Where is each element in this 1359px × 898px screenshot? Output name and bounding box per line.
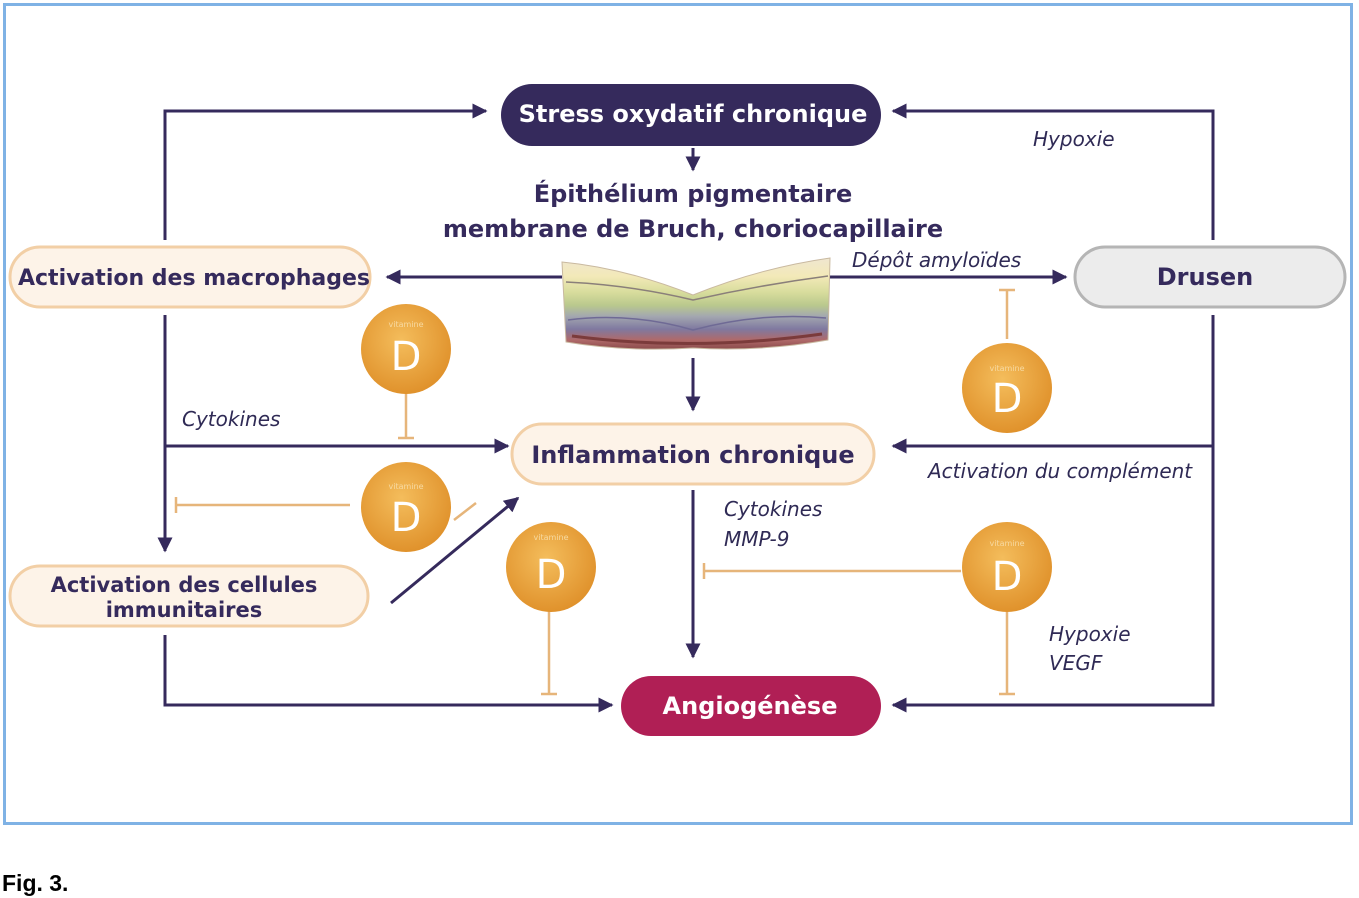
arrow-drusen-to-stress [891,103,1215,240]
node-inflammation-label: Inflammation chronique [531,441,854,469]
node-inflammation: Inflammation chronique [510,422,876,486]
vitamin-d-capsule-icon: vitamine D [962,522,1052,612]
vitamin-small-text: vitamine [989,364,1024,373]
node-angiogenese: Angiogénèse [621,676,881,736]
arrow-cellules-to-inflammation [390,496,520,605]
inhibition-lines [174,288,1015,696]
epithelium-label-line1: Épithélium pigmentaire [534,179,853,208]
label-vegf: VEGF [1049,651,1103,675]
epithelium-label-line2: membrane de Bruch, choriocapillaire [443,215,943,243]
node-angiogenese-label: Angiogénèse [663,692,838,720]
vitamin-letter: D [536,552,567,598]
vitamin-d-capsule-icon: vitamine D [962,343,1052,433]
retina-cross-section-icon [561,257,831,350]
node-drusen-label: Drusen [1157,263,1254,291]
node-macrophages-label: Activation des macrophages [18,266,370,291]
arrow-cellules-to-angiogenese [163,635,614,713]
arrow-drusen-to-inflammation [891,315,1215,454]
vitamin-small-text: vitamine [989,539,1024,548]
connector-lines [157,103,1215,713]
vitamin-small-text: vitamine [533,533,568,542]
node-macrophages: Activation des macrophages [8,245,372,309]
vitamin-small-text: vitamine [388,320,423,329]
node-stress-oxydatif: Stress oxydatif chronique [501,84,881,146]
figure-caption: Fig. 3. [2,870,69,896]
label-mmp9: MMP-9 [724,527,789,551]
node-cellules-label-line1: Activation des cellules [51,573,318,597]
node-drusen: Drusen [1073,245,1347,309]
label-cytokines-left: Cytokines [182,407,280,431]
node-cellules-label-line2: immunitaires [106,598,263,622]
label-activation-complement: Activation du complément [926,459,1193,483]
arrow-macrophages-to-stress [163,103,488,240]
vitamin-letter: D [992,554,1023,600]
vitamin-letter: D [391,334,422,380]
vitamin-d-capsule-icon: vitamine D [361,304,451,394]
vitamin-letter: D [992,376,1023,422]
vitamin-letter: D [391,495,422,541]
vitamin-d-capsule-icon: vitamine D [506,522,596,612]
node-stress-label: Stress oxydatif chronique [519,100,868,128]
label-hypoxie-bottom: Hypoxie [1049,622,1131,646]
vitamin-d-capsule-icon: vitamine D [361,462,451,552]
label-hypoxie-top: Hypoxie [1033,127,1115,151]
arrow-drusen-to-angiogenese [891,446,1215,713]
inhibit-cellules-to-inflammation [453,502,477,521]
label-cytokines-center: Cytokines [724,497,822,521]
label-depot-amyloides: Dépôt amyloïdes [852,248,1021,272]
vitamin-small-text: vitamine [388,482,423,491]
node-cellules-immunitaires: Activation des cellules immunitaires [8,564,370,628]
